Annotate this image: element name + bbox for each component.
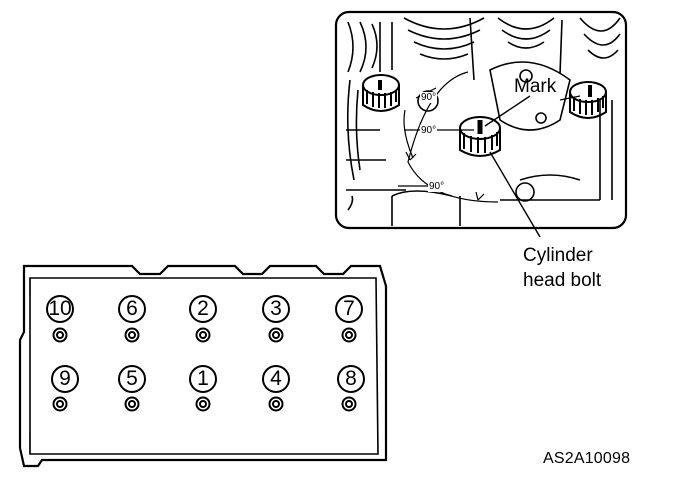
sequence-number: 7 — [343, 297, 355, 320]
cylinder-head-outline — [18, 264, 388, 468]
sequence-number: 2 — [197, 297, 209, 320]
bolt-head-center — [459, 116, 501, 157]
cylinder-head-bolt-label: Cylinder head bolt — [523, 243, 601, 293]
sequence-number: 9 — [59, 367, 71, 390]
sequence-number: 1 — [197, 367, 209, 390]
angle-label-bottom: 90° — [428, 181, 446, 192]
angle-label-top: 90° — [420, 92, 438, 103]
sequence-number: 8 — [345, 367, 357, 390]
sequence-number: 6 — [126, 297, 138, 320]
sequence-number: 3 — [270, 297, 282, 320]
figure-code: AS2A10098 — [543, 450, 631, 467]
sequence-circles — [46, 295, 365, 393]
bolt-head-right — [569, 81, 607, 119]
inset-detail — [334, 10, 628, 238]
bolt-label-line1: Cylinder — [523, 245, 593, 266]
bolt-head-left — [362, 74, 400, 112]
angle-label-middle: 90° — [420, 125, 438, 136]
sequence-number: 10 — [48, 297, 72, 320]
bolt-holes — [52, 327, 357, 412]
leader-lines — [484, 95, 581, 238]
sequence-number: 4 — [270, 367, 282, 390]
sequence-number: 5 — [126, 367, 138, 390]
mark-label: Mark — [514, 76, 557, 97]
bolt-label-line2: head bolt — [523, 270, 602, 291]
